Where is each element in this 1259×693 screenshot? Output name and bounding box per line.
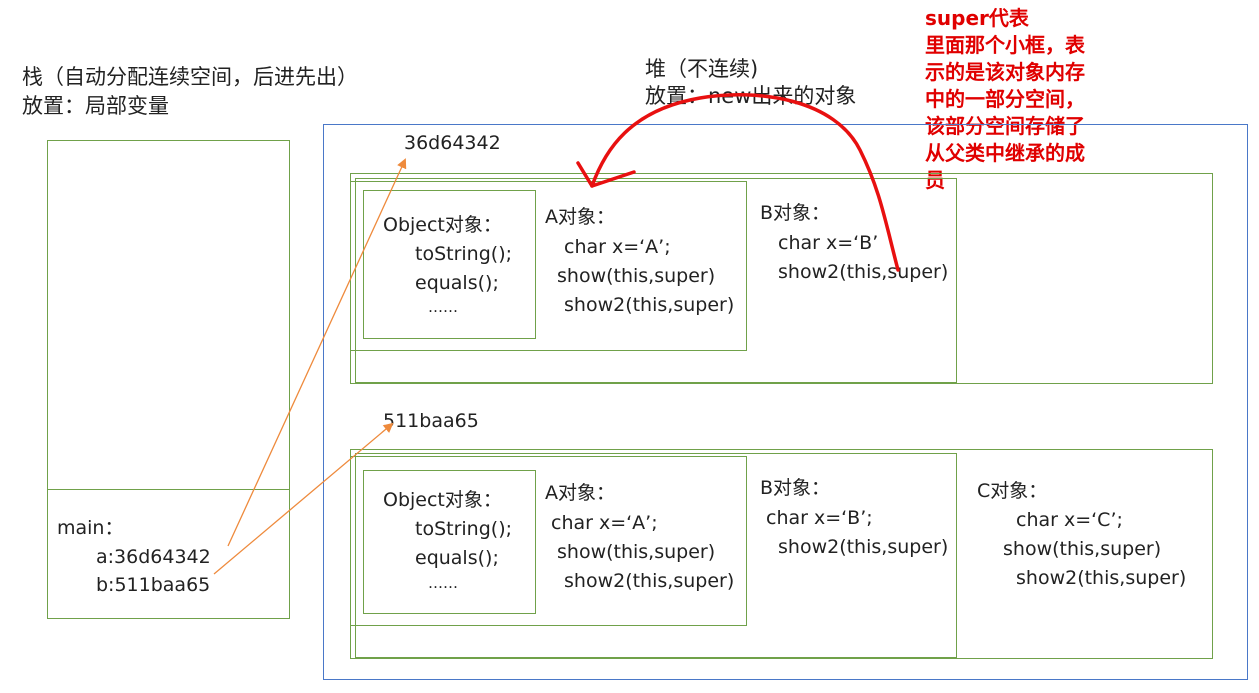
object2-c-method: show2(this,super) xyxy=(1016,567,1187,589)
object2-b-box xyxy=(355,453,957,658)
note-line: 里面那个小框，表 xyxy=(925,33,1085,57)
heap-box xyxy=(323,124,1248,680)
object1-address: 36d64342 xyxy=(404,132,501,154)
super-arrow xyxy=(590,93,900,272)
super-note: super代表 里面那个小框，表 示的是该对象内存 中的一部分空间， 该部分空间… xyxy=(925,5,1085,194)
object2-c-field: char x=‘C’; xyxy=(1016,509,1123,531)
object1-a-method: show2(this,super) xyxy=(564,294,735,316)
object2-object-box xyxy=(363,470,536,614)
note-line: 从父类中继承的成 xyxy=(925,141,1085,165)
note-line: 该部分空间存储了 xyxy=(925,114,1085,138)
object2-b-title: B对象： xyxy=(760,477,831,499)
super-arrow-head xyxy=(576,161,636,188)
object2-b-field: char x=‘B’; xyxy=(766,507,873,529)
object2-a-method: show2(this,super) xyxy=(564,570,735,592)
object1-a-method: show(this,super) xyxy=(557,265,716,287)
object2-address: 511baa65 xyxy=(383,410,479,432)
note-line: 中的一部分空间， xyxy=(925,87,1085,111)
object2-obj-ellipsis: …… xyxy=(428,574,458,592)
object1-b-field: char x=‘B’ xyxy=(778,232,879,254)
object2-a-title: A对象： xyxy=(545,482,615,504)
object1-b-method: show2(this,super) xyxy=(778,261,949,283)
stack-frame-divider xyxy=(47,489,290,490)
object2-a-field: char x=‘A’; xyxy=(551,512,658,534)
object1-a-field: char x=‘A’; xyxy=(564,236,671,258)
note-line: super代表 xyxy=(925,6,1029,30)
object1-a-box xyxy=(350,181,747,351)
object1-b-title: B对象： xyxy=(760,202,831,224)
stack-title: 栈（自动分配连续空间，后进先出） xyxy=(22,65,358,89)
object2-b-method: show2(this,super) xyxy=(778,536,949,558)
var-b: b:511baa65 xyxy=(96,574,211,596)
object1-a-title: A对象： xyxy=(545,206,615,228)
object1-object-box xyxy=(363,190,536,339)
reference-arrow-b xyxy=(213,422,394,575)
object2-obj-method: toString(); xyxy=(415,518,513,540)
stack-subtitle: 放置：局部变量 xyxy=(22,94,169,118)
heap-title: 堆（不连续) xyxy=(645,57,759,81)
note-line: 示的是该对象内存 xyxy=(925,60,1085,84)
object2-c-method: show(this,super) xyxy=(1003,538,1162,560)
var-a: a:36d64342 xyxy=(96,546,211,568)
stack-box xyxy=(47,140,290,619)
main-frame-label: main： xyxy=(57,517,124,539)
object1-obj-method: toString(); xyxy=(415,243,513,265)
object2-a-box xyxy=(350,456,747,626)
object2-a-method: show(this,super) xyxy=(557,541,716,563)
object2-c-title: C对象： xyxy=(977,480,1048,502)
object1-obj-ellipsis: …… xyxy=(428,298,458,316)
reference-arrow-a xyxy=(227,158,407,547)
object1-obj-title: Object对象： xyxy=(383,214,502,236)
object2-obj-method: equals(); xyxy=(415,547,499,569)
object1-b-box xyxy=(355,178,957,383)
object1-obj-method: equals(); xyxy=(415,272,499,294)
note-line: 员 xyxy=(925,168,945,192)
object2-obj-title: Object对象： xyxy=(383,489,502,511)
